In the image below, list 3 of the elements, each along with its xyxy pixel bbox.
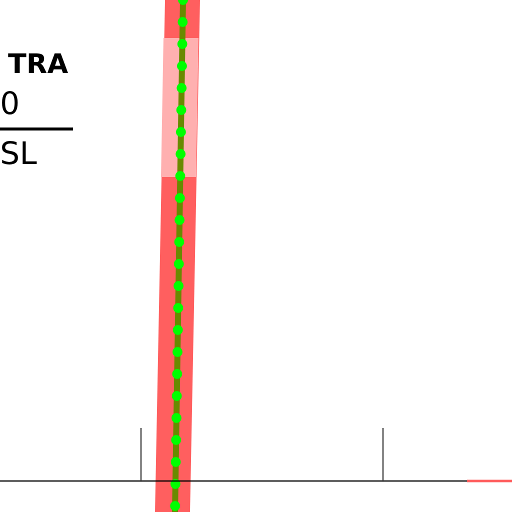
airspace-label: TRA [8, 51, 68, 78]
upper-limit-value: 0 [0, 89, 20, 120]
lower-limit-value: SL [0, 139, 37, 170]
